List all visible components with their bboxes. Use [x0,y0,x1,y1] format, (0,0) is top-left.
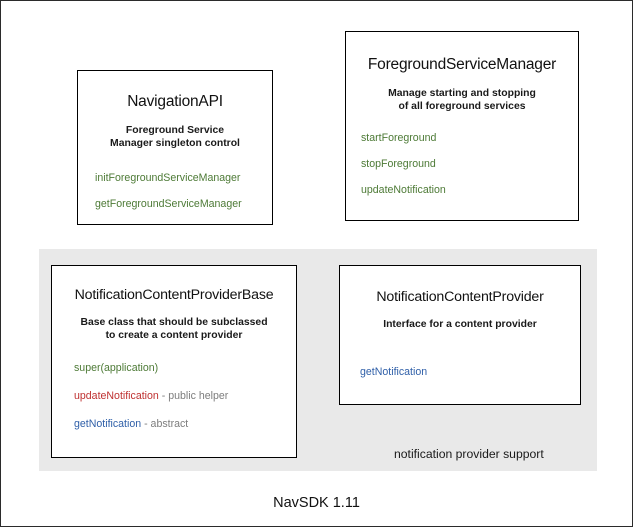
class-box-foreground-service-manager[interactable]: ForegroundServiceManager Manage starting… [345,31,579,221]
member-name: updateNotification [74,390,159,402]
member-row[interactable]: getForegroundServiceManager [95,198,272,211]
class-description-line: Manager singleton control [110,138,240,149]
member-row[interactable]: super(application) [74,362,296,375]
class-description-line: to create a content provider [105,330,243,341]
class-description-line: of all foreground services [398,101,526,112]
class-title-notification-content-provider-base: NotificationContentProviderBase [74,287,274,303]
member-name: super(application) [74,362,159,374]
member-name: updateNotification [361,184,446,196]
class-title-notification-content-provider: NotificationContentProvider [376,289,544,305]
class-description-line: Manage starting and stopping [388,88,536,99]
class-description-line: Base class that should be subclassed [80,317,268,328]
class-description-foreground-service-manager: Manage starting and stopping of all fore… [346,87,578,113]
member-name: initForegroundServiceManager [95,172,241,184]
member-row[interactable]: updateNotification - public helper [74,390,296,403]
class-title-navigation-api: NavigationAPI [127,93,223,110]
class-description-notification-content-provider: Interface for a content provider [340,318,580,331]
member-row[interactable]: stopForeground [361,158,578,171]
class-title-foreground-service-manager: ForegroundServiceManager [367,56,557,73]
member-name: getForegroundServiceManager [95,198,242,210]
member-name: startForeground [361,132,437,144]
member-list-foreground-service-manager: startForeground stopForeground updateNot… [346,132,578,197]
class-box-notification-content-provider[interactable]: NotificationContentProvider Interface fo… [339,265,581,405]
member-list-navigation-api: initForegroundServiceManager getForegrou… [78,172,272,211]
group-panel-label: notification provider support [394,447,544,461]
member-list-notification-content-provider-base: super(application) updateNotification - … [52,362,296,431]
member-row[interactable]: getNotification - abstract [74,418,296,431]
class-description-line: Foreground Service [125,125,225,136]
class-box-navigation-api[interactable]: NavigationAPI Foreground Service Manager… [77,70,273,225]
member-row[interactable]: getNotification [360,366,580,379]
class-description-notification-content-provider-base: Base class that should be subclassed to … [52,316,296,342]
member-name: stopForeground [361,158,436,170]
member-note: - abstract [141,418,189,430]
member-name: getNotification [74,418,142,430]
class-description-navigation-api: Foreground Service Manager singleton con… [78,124,272,150]
member-row[interactable]: startForeground [361,132,578,145]
class-description-line: Interface for a content provider [383,319,537,330]
member-list-notification-content-provider: getNotification [340,366,580,379]
class-box-notification-content-provider-base[interactable]: NotificationContentProviderBase Base cla… [51,265,297,458]
member-row[interactable]: initForegroundServiceManager [95,172,272,185]
member-note: - public helper [158,390,229,402]
footer-caption: NavSDK 1.11 [273,495,360,511]
member-name: getNotification [360,366,428,378]
member-row[interactable]: updateNotification [361,184,578,197]
